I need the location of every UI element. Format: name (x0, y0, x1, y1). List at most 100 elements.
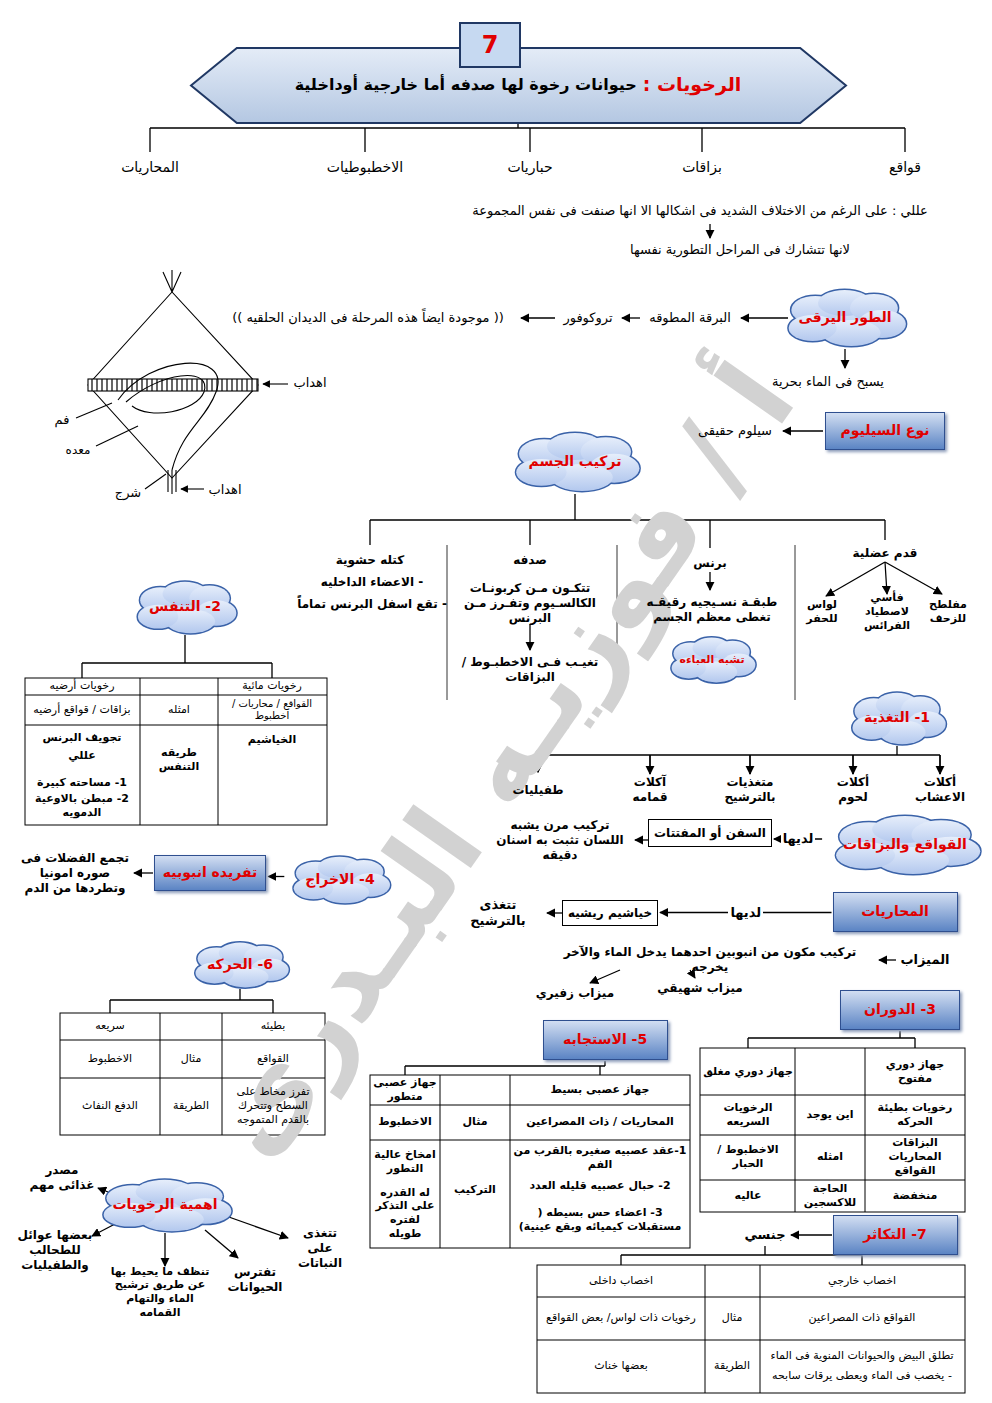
text-label: لانها تتشارك فى المراحل التطورية نفسها (590, 242, 890, 258)
node-text: حيوانات رخوة لها صدفه أما خارجية أوداخلي… (295, 75, 637, 95)
node-text: 1- التغذية (864, 709, 930, 727)
text-label: (( موجودة ايضاً هذه المرحلة فى الديدان ا… (218, 310, 518, 326)
topic-box: 7- التكاثر (833, 1215, 958, 1255)
text-label: سريعه (63, 1019, 158, 1033)
topic-cloud: اهمية الرخويات (92, 1178, 237, 1233)
text-label: رخويات بطيئة الحركه (868, 1101, 963, 1129)
text-label: معده (58, 443, 98, 458)
text-label: أكلات لحوم (826, 775, 881, 805)
topic-cloud: 6- الحركه (187, 941, 293, 989)
text-label: لواس للحفر (795, 598, 850, 626)
node-text: الرخويات : (643, 73, 742, 97)
topic-box: تفريده انبوبيه (154, 855, 267, 891)
text-label: حباريات (495, 159, 565, 177)
text-label: أكلات الاعشاب (913, 775, 968, 805)
node-content: تشبه العباءه (679, 653, 744, 667)
node-text: تركيب الجسم (529, 453, 622, 471)
text-label: تفترس الحيوانات (225, 1265, 285, 1295)
text-label: التركيب (442, 1183, 508, 1197)
text-label: رخويات ذات لواس/ بعض القواقع (541, 1311, 701, 1325)
text-label: - الاعضاء الداخليه (297, 575, 447, 590)
text-label: الاخطبوطيات (315, 159, 415, 177)
node-text: 4- الاخراج (305, 871, 374, 889)
text-label: صدفه (505, 553, 555, 568)
text-label: جهاز دوري مفتوح (868, 1058, 963, 1086)
text-label: عللي : على الرغم من الاختلاف الشديد فى ا… (420, 203, 980, 219)
text-label: له القدره على التذكر لفتره طويله (372, 1186, 438, 1241)
edge-label: لديها (728, 905, 763, 921)
text-label: تغيـب فـى الاخطبـوط / البزاقات (455, 655, 605, 685)
node-content: القواقع والبزاقات (843, 836, 967, 854)
text-label: اهداب (288, 375, 332, 391)
text-label: قدم عضلية (845, 546, 925, 561)
node-text: تشبه العباءه (679, 653, 744, 667)
text-label: امثله (797, 1150, 863, 1164)
text-label: - يخصب فى الماء ويعطى يرقات سابحه (765, 1369, 960, 1383)
text-label: اهداب (203, 482, 247, 498)
text-label: شرج (110, 485, 146, 501)
edge-label: لديها (781, 831, 816, 847)
node-content: السفن أو المفتتات (654, 826, 766, 841)
text-label: مصدر غذائى مهم (27, 1163, 97, 1193)
text-label: قواقع (875, 159, 935, 177)
topic-cloud: الطور اليرقى (778, 288, 911, 348)
text-label: مثال (442, 1115, 508, 1129)
detail-box: خياشيم ريشيه (562, 900, 658, 926)
text-label: جهاز عصبى بسيط (513, 1083, 688, 1097)
text-label: بزاقات / قواقع أرضيه (27, 703, 137, 717)
node-content: خياشيم ريشيه (568, 906, 652, 921)
text-label: جنسي (743, 1227, 788, 1243)
text-label: 2- مبطن بالاوعية الدمويه (27, 792, 137, 820)
node-text: 7 (482, 30, 499, 60)
text-label: منخفضة (868, 1189, 963, 1203)
text-label: رخويات أرضيه (27, 679, 137, 693)
text-label: امخاخ عالية التطور (372, 1148, 438, 1176)
text-label: ميزاب شهيقي (655, 981, 745, 996)
text-label: عاليه (703, 1189, 793, 1203)
text-label: 1-عقد عصبيه صغيره بالقرب من الفم (513, 1144, 688, 1172)
text-label: متغذيات بالترشيح (715, 775, 785, 805)
node-content: نوع السيليوم (834, 422, 936, 440)
topic-box: 3- الدوران (840, 990, 960, 1030)
node-text: خياشيم ريشيه (568, 906, 652, 921)
text-label: تنظف ما يحيط بها عن طريق ترشيح الماء وال… (110, 1265, 210, 1320)
text-label: جهاز عصبى متطور (372, 1076, 438, 1104)
node-content: 1- التغذية (864, 709, 930, 727)
node-content: تركيب الجسم (525, 453, 625, 471)
text-label: القواقع / محاريات / اخطبوط (222, 698, 322, 723)
topic-box: 5- الاستجابه (543, 1020, 668, 1060)
text-label: بعضها عوائل للطحالب والطفيليات (8, 1228, 103, 1273)
tree-lines (82, 120, 942, 1266)
text-label: - تقع اسفل البرنس تماماً (292, 597, 452, 612)
node-text: 5- الاستجابه (563, 1031, 647, 1049)
title-band: الرخويات : حيوانات رخوة لها صدفه أما خارج… (191, 48, 846, 123)
node-content: 4- الاخراج (305, 871, 374, 889)
text-label: تركيب مرن يشبه اللسان تثبت به اسنان دقيق… (490, 818, 630, 863)
text-label: طفيليات (508, 783, 568, 798)
text-label: الرخويات السريعه (703, 1101, 793, 1129)
node-text: اهمية الرخويات (112, 1196, 217, 1214)
text-label: الخياشيم (222, 733, 322, 747)
text-label: بطيئه (224, 1019, 322, 1033)
text-label: اخصاب داخلى (541, 1274, 701, 1288)
text-label: جهاز دوري مغلق (703, 1065, 793, 1079)
node-content: 7 (464, 30, 516, 60)
text-label: المحاريات (105, 159, 195, 177)
topic-cloud: تركيب الجسم (505, 431, 645, 493)
text-label: برنس (685, 556, 735, 571)
text-label: تفرز مخاط على السطح وتتحرك بالقدم المتمو… (224, 1085, 322, 1126)
text-label: الطريقة (162, 1099, 220, 1113)
connector (268, 876, 284, 877)
node-text: المحاريات (861, 903, 928, 921)
node-content: 2- التنفس (149, 598, 221, 616)
text-label: اخصاب خارجي (765, 1274, 960, 1288)
text-label: 3- اعضاء حس بسيطه ( مستقبلات كيميائه وبق… (513, 1206, 688, 1234)
topic-cloud: 2- التنفس (129, 580, 241, 635)
node-content: الطور اليرقى (798, 309, 891, 327)
detail-box: السفن أو المفتتات (648, 819, 772, 847)
text-label: فأسي لاصطياد الفرائس (852, 591, 922, 632)
text-label: 2- حبال عصبيه قليله العدد (513, 1179, 688, 1193)
node-content: 7- التكاثر (842, 1226, 949, 1244)
text-label: آكلات قمامه (623, 775, 678, 805)
trochophore-drawing (76, 270, 288, 494)
